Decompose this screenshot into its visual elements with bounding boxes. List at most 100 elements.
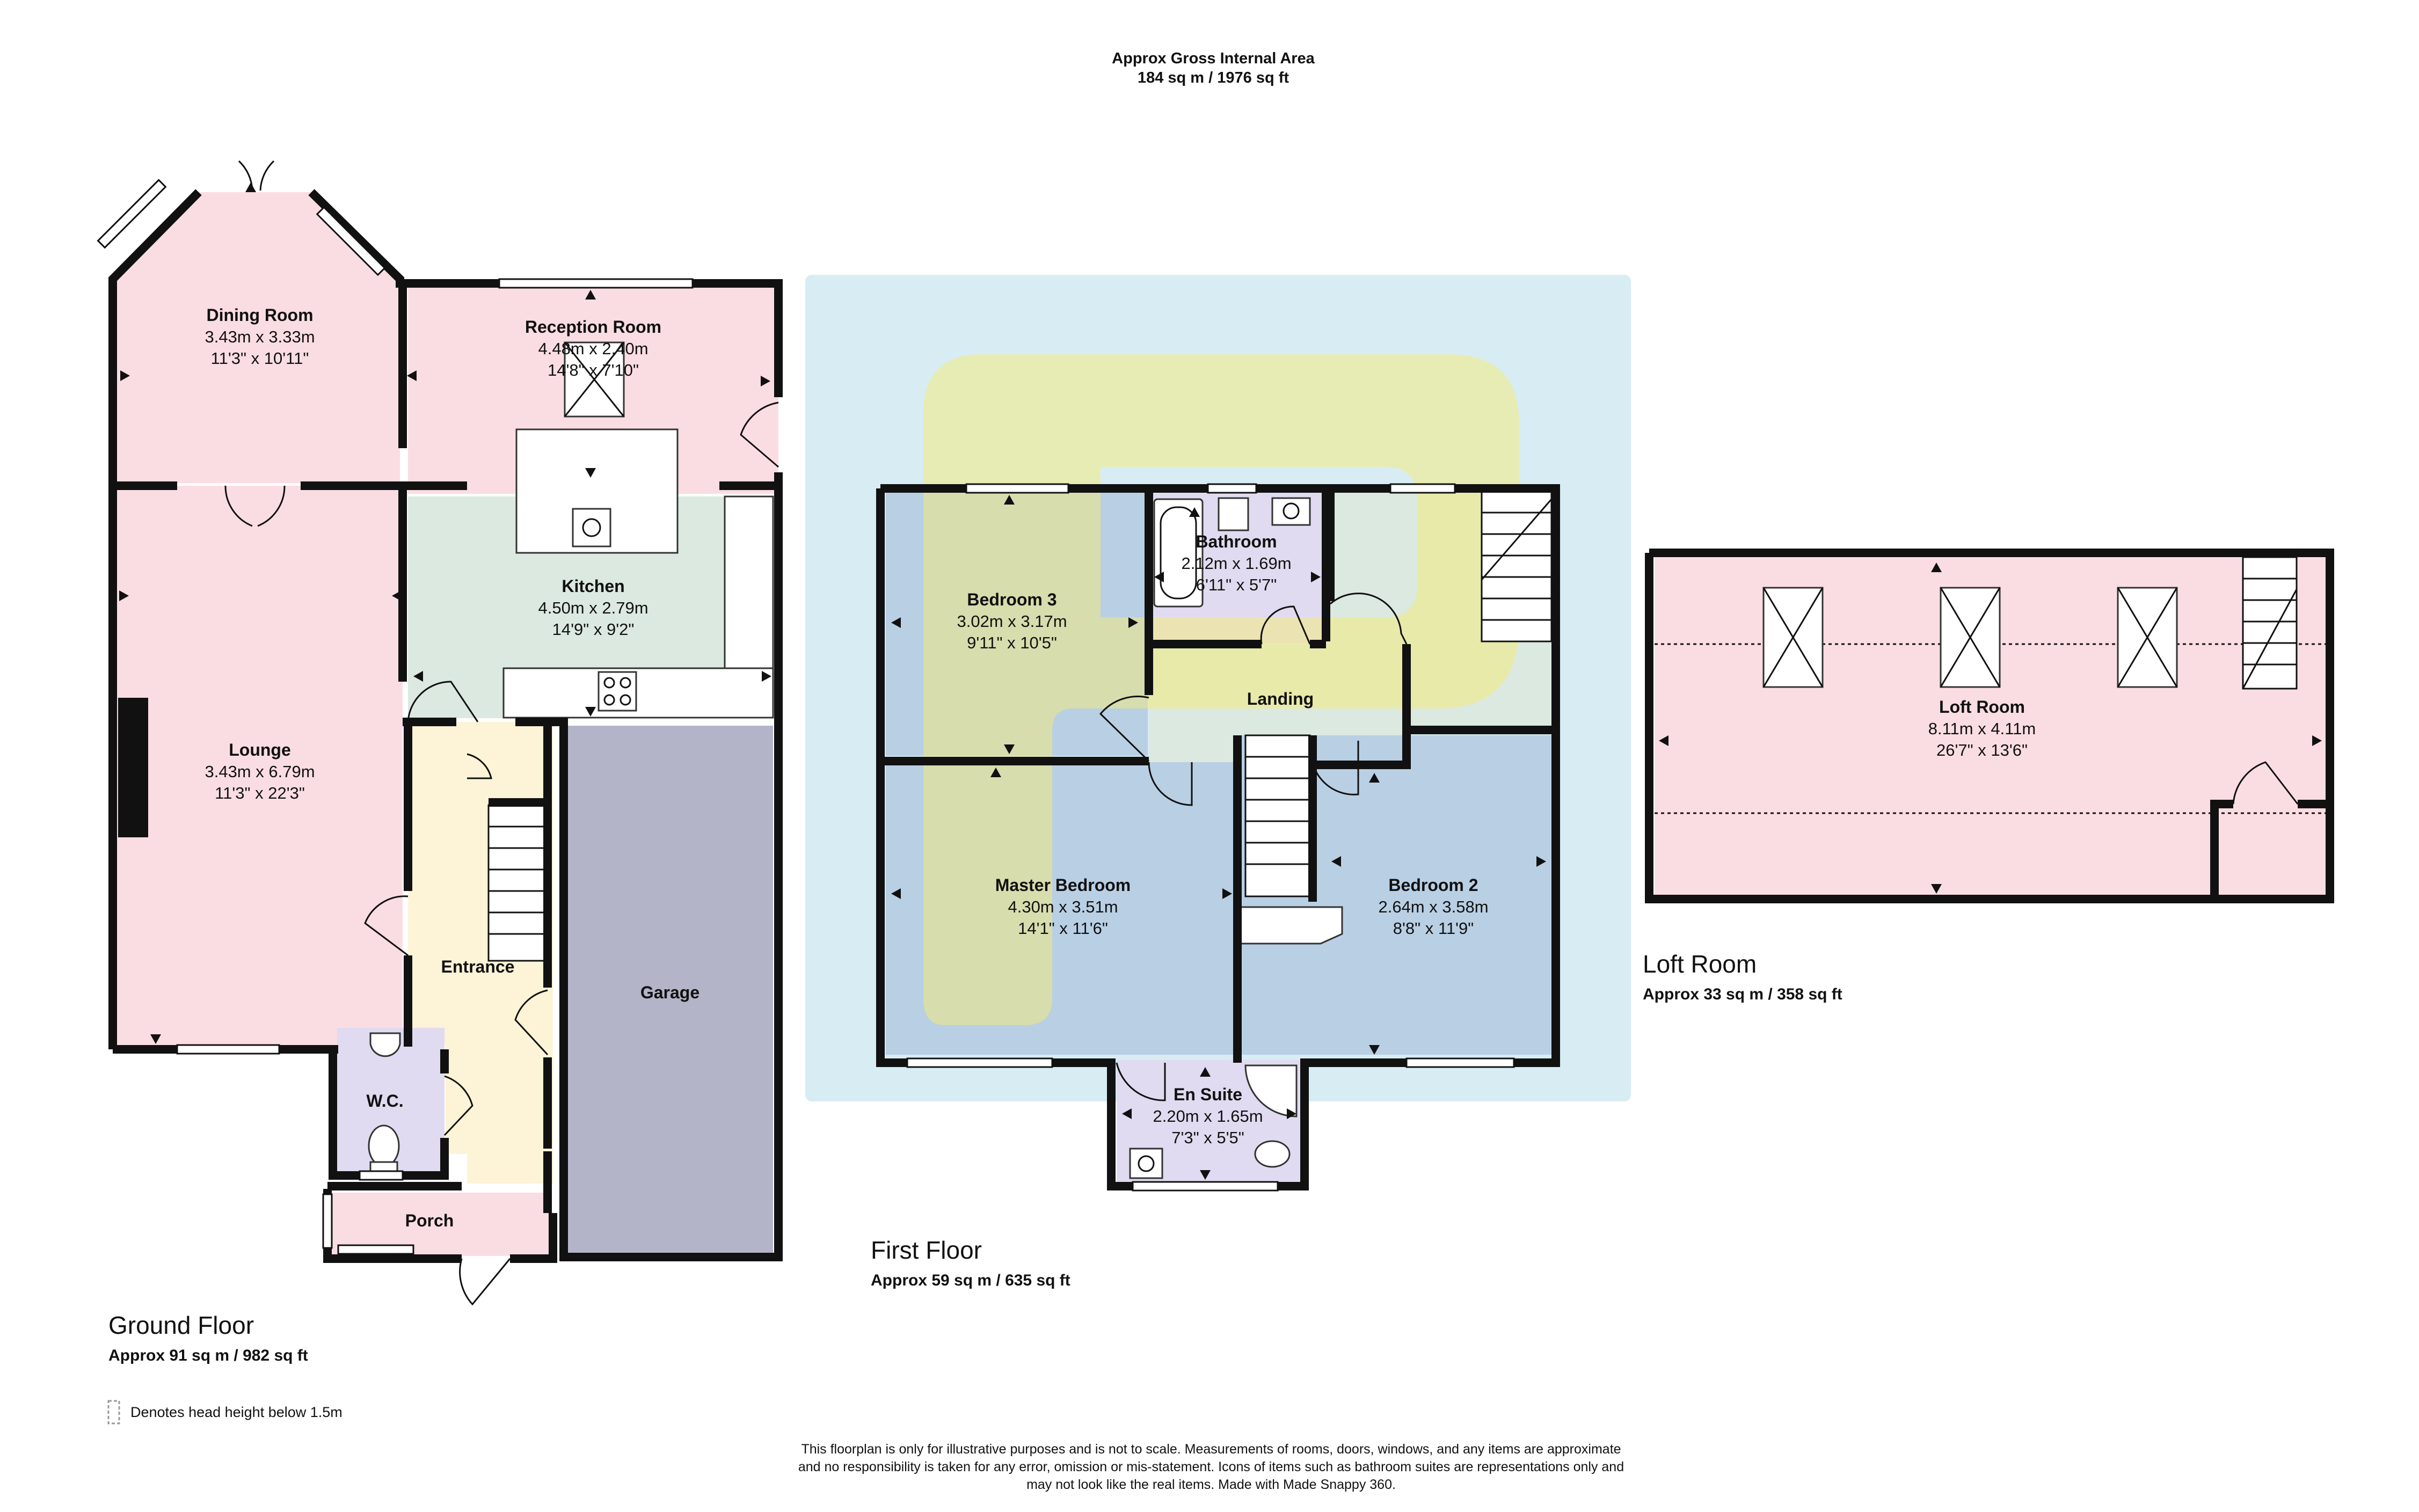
kitchen-worktop-side (724, 495, 774, 669)
wc-toilet-icon (368, 1124, 400, 1167)
loft-dimension-arrows (1659, 563, 2322, 894)
dining-room-area (113, 192, 400, 483)
bedroom2-wardrobe (1239, 906, 1343, 945)
entrance-cupboard-door (467, 753, 492, 779)
ground-stairs (487, 804, 549, 962)
disclaimer-line-1: This floorplan is only for illustrative … (801, 1442, 1621, 1457)
bedroom2-metric: 2.64m x 3.58m (1378, 897, 1488, 916)
garage-name: Garage (640, 983, 700, 1002)
head-height-legend-swatch (107, 1400, 120, 1425)
garage-area (564, 726, 773, 1254)
ensuite-window (1132, 1181, 1279, 1192)
porch-side-window (322, 1193, 333, 1249)
reception-room-metric: 4.48m x 2.40m (538, 339, 648, 358)
bathroom-toilet-icon (1218, 497, 1249, 531)
dining-window-left (97, 179, 167, 249)
wc-basin-icon (369, 1032, 401, 1057)
lounge-area (113, 486, 403, 1047)
loft-stairs (2242, 556, 2298, 690)
dining-room-metric: 3.43m x 3.33m (205, 327, 315, 346)
loft-door (2232, 761, 2299, 805)
first-floor-label: First Floor (871, 1236, 982, 1264)
loft-room-imperial: 26'7" x 13'6" (1936, 741, 2028, 759)
kitchen-area (408, 496, 773, 718)
ensuite-basin-icon (1129, 1148, 1163, 1179)
wc-window (359, 1170, 404, 1181)
master-name: Master Bedroom (995, 875, 1131, 895)
reception-room-imperial: 14'8" x 7'10" (548, 361, 639, 379)
ground-dimension-arrows (119, 182, 771, 1044)
kitchen-door (407, 681, 479, 722)
bathroom-imperial: 6'11" x 5'7" (1196, 575, 1277, 594)
lounge-imperial: 11'3" x 22'3" (215, 784, 305, 802)
dining-french-doors (238, 160, 275, 191)
garage-door (514, 989, 549, 1056)
master-imperial: 14'1" x 11'6" (1018, 919, 1108, 938)
ensuite-toilet-icon (1254, 1140, 1291, 1168)
first-floor-walls (876, 484, 1560, 1190)
wc-name: W.C. (366, 1091, 403, 1111)
loft-floor-label: Loft Room (1643, 950, 1757, 978)
ground-floor-label: Ground Floor (108, 1311, 254, 1339)
wc-door (443, 1075, 473, 1136)
lounge-name: Lounge (229, 740, 291, 759)
lounge-metric: 3.43m x 6.79m (205, 762, 315, 781)
entrance-name: Entrance (441, 957, 515, 976)
dining-lounge-doors (224, 485, 286, 527)
loft-room-name: Loft Room (1939, 697, 2025, 717)
master-window (906, 1057, 1053, 1068)
ensuite-door (1116, 1062, 1166, 1101)
loft-skylights (1762, 587, 2178, 688)
lounge-window (176, 1044, 280, 1055)
bath-icon (1153, 498, 1204, 608)
first-dimension-arrows (891, 495, 1546, 1180)
sink-icon (572, 508, 611, 547)
watermark-logo (923, 354, 1519, 1025)
first-floor-stairs-up (1481, 490, 1553, 642)
kitchen-worktop (502, 667, 774, 719)
loft-walls (1645, 549, 2334, 903)
master-metric: 4.30m x 3.51m (1008, 897, 1118, 916)
disclaimer-line-2: and no responsibility is taken for any e… (798, 1459, 1624, 1474)
master-door (1148, 762, 1193, 806)
ground-floor-area: Approx 91 sq m / 982 sq ft (108, 1347, 308, 1364)
bathroom-name: Bathroom (1196, 532, 1277, 551)
bedroom3-metric: 3.02m x 3.17m (957, 612, 1067, 631)
first-floor-area: Approx 59 sq m / 635 sq ft (871, 1272, 1070, 1289)
stair-window (1389, 483, 1456, 494)
bedroom2-door (1310, 740, 1359, 795)
porch-window (337, 1244, 414, 1255)
loft-floor-area: Approx 33 sq m / 358 sq ft (1643, 985, 1842, 1003)
hob-icon (598, 671, 637, 712)
kitchen-metric: 4.50m x 2.79m (538, 598, 648, 617)
lounge-door (364, 895, 409, 956)
bedroom3-imperial: 9'11" x 10'5" (967, 633, 1057, 652)
loft-floor: Loft Room 8.11m x 4.11m 26'7" x 13'6" Lo… (1643, 549, 2334, 1003)
ground-walls (108, 189, 783, 1263)
porch-name: Porch (405, 1211, 454, 1230)
disclaimer-line-3: may not look like the real items. Made w… (1026, 1477, 1396, 1492)
ground-floor: Dining Room 3.43m x 3.33m 11'3" x 10'11"… (97, 160, 783, 1364)
front-door (459, 1258, 511, 1306)
bedroom2-window (1405, 1057, 1515, 1068)
gross-area-value: 184 sq m / 1976 sq ft (1138, 69, 1289, 86)
head-height-legend-text: Denotes head height below 1.5m (130, 1404, 343, 1420)
bedroom2-imperial: 8'8" x 11'9" (1393, 919, 1474, 938)
landing-name: Landing (1247, 689, 1314, 708)
gross-area-title: Approx Gross Internal Area (1112, 50, 1315, 67)
reception-side-door (740, 401, 779, 468)
bedroom2-name: Bedroom 2 (1388, 875, 1478, 895)
ensuite-imperial: 7'3" x 5'5" (1171, 1128, 1244, 1147)
dining-room-name: Dining Room (206, 305, 313, 325)
dining-room-imperial: 11'3" x 10'11" (211, 349, 309, 368)
landing-stair-door (1330, 593, 1408, 645)
first-floor-stairs-down (1244, 734, 1311, 897)
loft-room-metric: 8.11m x 4.11m (1928, 719, 2036, 738)
fireplace-icon (118, 698, 148, 837)
bathroom-window (1207, 483, 1257, 494)
reception-window (498, 278, 694, 289)
kitchen-imperial: 14'9" x 9'2" (552, 620, 635, 639)
bedroom3-door (1099, 696, 1150, 762)
bedroom3-name: Bedroom 3 (967, 590, 1057, 609)
